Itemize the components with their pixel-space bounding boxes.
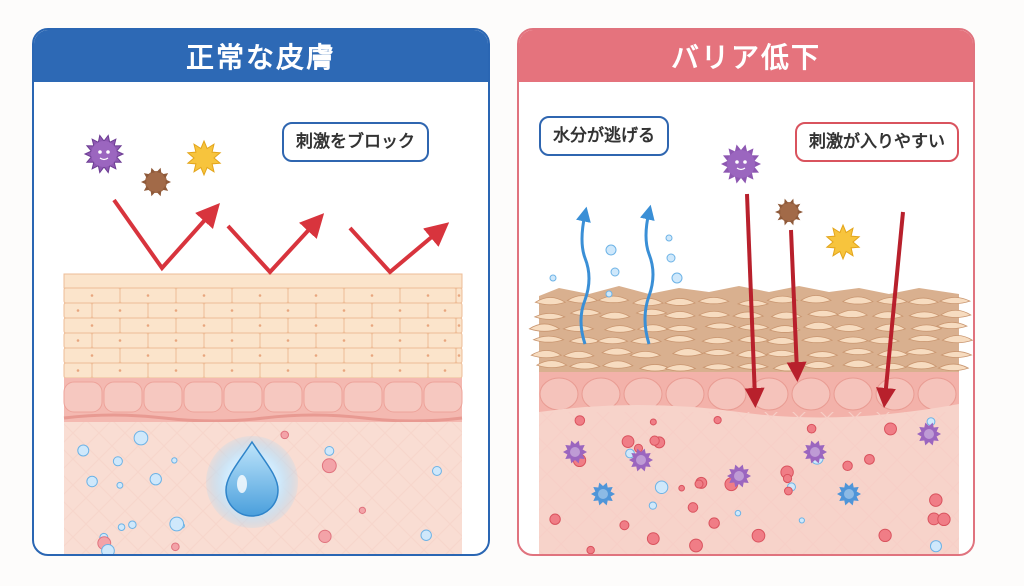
damaged-barrier-panel: バリア低下 xyxy=(517,28,975,556)
bacteria-icon xyxy=(563,440,587,464)
water-escape-text: 水分が逃げる xyxy=(553,126,655,146)
normal-skin-title: 正常な皮膚 xyxy=(34,30,488,82)
damaged-skin-illustration xyxy=(528,144,973,554)
irritant-enter-text: 刺激が入りやすい xyxy=(809,132,945,152)
germ-icon xyxy=(83,134,125,174)
bacteria-icon xyxy=(917,422,941,446)
arrow-icon xyxy=(112,198,450,275)
water-drop-icon xyxy=(206,436,298,528)
damaged-barrier-title: バリア低下 xyxy=(519,30,973,82)
block-irritant-text: 刺激をブロック xyxy=(296,132,415,152)
bacteria-icon xyxy=(837,482,861,506)
normal-skin-illustration xyxy=(63,134,463,554)
allergen-icon xyxy=(141,167,171,197)
bacteria-icon xyxy=(591,482,615,506)
brick-layer xyxy=(63,273,463,379)
allergen-icon xyxy=(186,139,222,177)
bacteria-icon xyxy=(727,464,751,488)
bacteria-icon xyxy=(629,448,653,472)
germ-icon xyxy=(721,144,761,184)
allergen-icon xyxy=(825,223,861,261)
water-escape-callout: 水分が逃げる xyxy=(539,116,669,156)
arrow-icon xyxy=(744,193,905,408)
normal-skin-panel: 正常な皮膚 xyxy=(32,28,490,556)
allergen-icon xyxy=(775,198,803,226)
bacteria-icon xyxy=(803,440,827,464)
block-irritant-callout: 刺激をブロック xyxy=(282,122,429,162)
irritant-enter-callout: 刺激が入りやすい xyxy=(795,122,959,162)
